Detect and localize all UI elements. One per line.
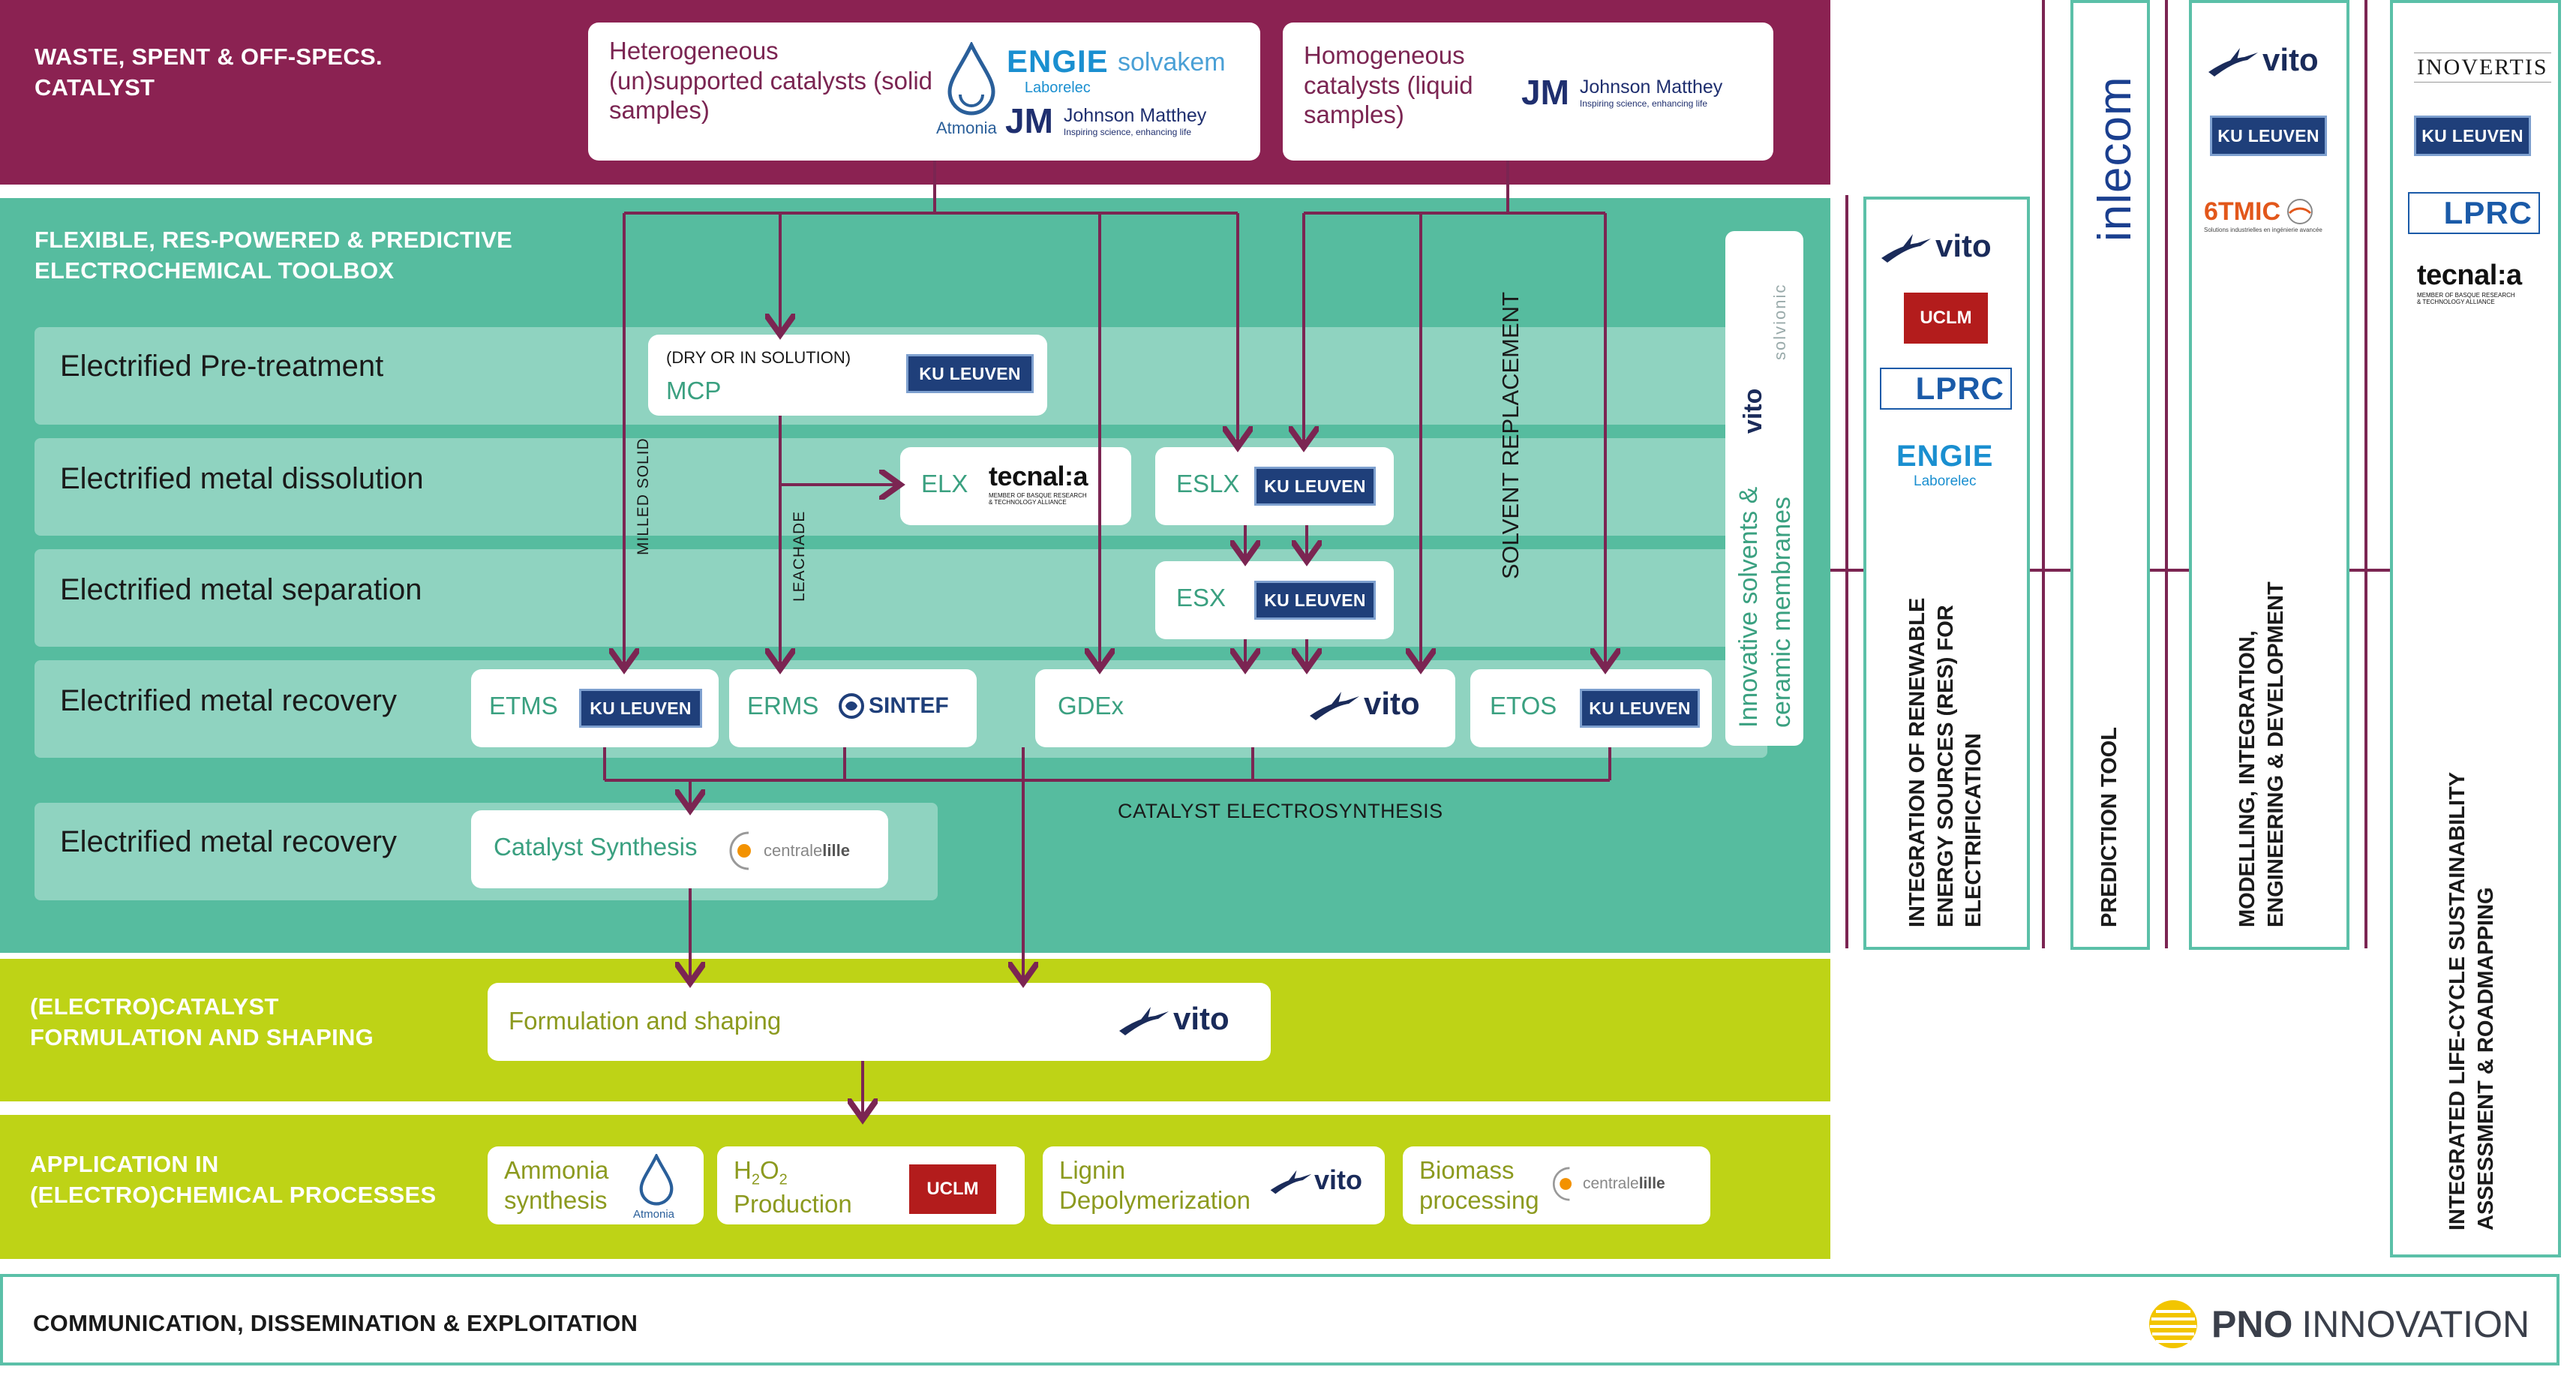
- atmonia-logo-text: Atmonia: [633, 1208, 675, 1221]
- 6tmic-globe-icon: [2287, 199, 2313, 224]
- etms-label: ETMS: [489, 692, 558, 720]
- elx-label: ELX: [921, 470, 968, 497]
- lignin-depolymerization-box: Lignin Depolymerization vito: [1043, 1146, 1385, 1224]
- vito-bird-icon: [1310, 692, 1359, 720]
- atmonia-drop-icon: [639, 1154, 674, 1206]
- heterogeneous-catalysts-box: Heterogeneous (un)supported catalysts (s…: [588, 23, 1260, 161]
- vito-logo: vito: [1269, 1164, 1362, 1196]
- engie-logo: ENGIE Laborelec: [1007, 44, 1109, 96]
- sintef-icon: [839, 693, 864, 719]
- vito-bird-icon: [2208, 48, 2258, 77]
- mcp-box: (DRY OR IN SOLUTION) MCP KU LEUVEN: [648, 335, 1047, 416]
- solvakem-logo: solvakem: [1118, 48, 1226, 77]
- atmonia-logo-text: Atmonia: [936, 119, 997, 137]
- vito-bird-icon: [1270, 1170, 1312, 1194]
- 6tmic-logo: 6TMIC Solutions industrielles en ingénie…: [2204, 197, 2322, 234]
- waste-band-title: WASTE, SPENT & OFF-SPECS. CATALYST: [35, 44, 383, 101]
- side-col-modelling: [2189, 0, 2349, 950]
- elx-box: ELX tecnal:a MEMBER OF BASQUE RESEARCH &…: [900, 447, 1131, 525]
- ku-leuven-logo: KU LEUVEN: [1254, 581, 1376, 620]
- centrale-lille-logo: centrale lille: [726, 830, 850, 872]
- vito-logo: vito: [1880, 228, 1992, 264]
- eslx-box: ESLX KU LEUVEN: [1155, 447, 1394, 525]
- ammonia-synthesis-box: Ammonia synthesis Atmonia: [488, 1146, 704, 1224]
- uclm-logo: UCLM: [909, 1164, 996, 1214]
- communication-bar: [0, 1274, 2559, 1365]
- application-band-title: APPLICATION IN (ELECTRO)CHEMICAL PROCESS…: [30, 1151, 437, 1208]
- esx-label: ESX: [1176, 584, 1226, 611]
- pno-sun-icon: [2149, 1300, 2197, 1348]
- catalyst-synthesis-box: Catalyst Synthesis centrale lille: [471, 810, 888, 888]
- catalyst-synthesis-label: Catalyst Synthesis: [494, 833, 698, 861]
- ku-leuven-logo: KU LEUVEN: [1580, 689, 1700, 728]
- atmonia-drop-icon: [947, 42, 995, 116]
- centrale-lille-logo: centrale lille: [1550, 1164, 1665, 1203]
- gdex-box: GDEx vito: [1035, 669, 1455, 747]
- erms-box: ERMS SINTEF: [729, 669, 977, 747]
- ku-leuven-logo: KU LEUVEN: [906, 354, 1034, 393]
- centrale-lille-icon: [1552, 1167, 1572, 1201]
- h2o2-production-box: H2O2 Production UCLM: [717, 1146, 1025, 1224]
- inovertis-logo: INOVERTIS: [2414, 53, 2551, 83]
- side-col-lca: [2390, 0, 2561, 1257]
- side-col-prediction: [2070, 0, 2150, 950]
- ammonia-synthesis-label: Ammonia synthesis: [504, 1156, 609, 1214]
- etos-box: ETOS KU LEUVEN: [1470, 669, 1712, 747]
- vito-logo: vito: [2207, 42, 2319, 78]
- ku-leuven-logo: KU LEUVEN: [579, 689, 702, 728]
- row-label-dissolution: Electrified metal dissolution: [60, 462, 424, 495]
- toolbox-band-title: FLEXIBLE, RES-POWERED & PREDICTIVE ELECT…: [35, 227, 513, 284]
- centrale-lille-icon: [729, 831, 751, 870]
- pno-innovation-logo: PNO INNOVATION: [2145, 1296, 2529, 1352]
- esx-box: ESX KU LEUVEN: [1155, 561, 1394, 639]
- sintef-logo: SINTEF: [839, 693, 949, 719]
- johnson-matthey-logo: JM Johnson Matthey Inspiring science, en…: [1005, 101, 1207, 140]
- formulation-label: Formulation and shaping: [509, 1007, 782, 1035]
- row-label-recovery: Electrified metal recovery: [60, 684, 398, 717]
- vito-bird-icon: [1881, 234, 1931, 263]
- row-label-pretreatment: Electrified Pre-treatment: [60, 350, 384, 383]
- eslx-label: ESLX: [1176, 470, 1240, 497]
- heterogeneous-catalysts-label: Heterogeneous (un)supported catalysts (s…: [609, 37, 933, 125]
- catalyst-electrosynthesis-label: CATALYST ELECTROSYNTHESIS: [1118, 800, 1443, 822]
- gdex-label: GDEx: [1058, 692, 1124, 720]
- lprc-logo: LPRC: [2408, 192, 2540, 234]
- communication-title: COMMUNICATION, DISSEMINATION & EXPLOITAT…: [33, 1310, 638, 1336]
- ku-leuven-logo: KU LEUVEN: [2414, 116, 2531, 156]
- homogeneous-catalysts-label: Homogeneous catalysts (liquid samples): [1304, 41, 1473, 129]
- etos-label: ETOS: [1490, 692, 1557, 720]
- innovative-solvents-box: Innovative solvents & ceramic membranes …: [1725, 231, 1803, 746]
- row-label-recovery-synthesis: Electrified metal recovery: [60, 825, 398, 858]
- vito-bird-icon: [1119, 1007, 1169, 1035]
- row-separation: [35, 549, 1767, 647]
- tecnalia-logo: tecnal:a MEMBER OF BASQUE RESEARCH & TEC…: [2417, 260, 2522, 305]
- uclm-logo: UCLM: [1904, 293, 1988, 344]
- biomass-processing-box: Biomass processing centrale lille: [1403, 1146, 1710, 1224]
- h2o2-production-label: H2O2 Production: [734, 1156, 852, 1218]
- lprc-logo: LPRC: [1880, 368, 2012, 410]
- vito-logo: vito: [1308, 686, 1420, 722]
- formulation-box: Formulation and shaping vito: [488, 983, 1271, 1061]
- homogeneous-catalysts-box: Homogeneous catalysts (liquid samples) J…: [1283, 23, 1773, 161]
- ku-leuven-logo: KU LEUVEN: [1254, 467, 1376, 506]
- mcp-note: (DRY OR IN SOLUTION): [666, 348, 851, 367]
- etms-box: ETMS KU LEUVEN: [471, 669, 719, 747]
- formulation-band-title: (ELECTRO)CATALYST FORMULATION AND SHAPIN…: [30, 993, 374, 1050]
- erms-label: ERMS: [747, 692, 819, 720]
- tecnalia-logo: tecnal:a MEMBER OF BASQUE RESEARCH & TEC…: [989, 461, 1088, 506]
- johnson-matthey-logo: JM Johnson Matthey Inspiring science, en…: [1521, 73, 1723, 112]
- row-label-separation: Electrified metal separation: [60, 573, 422, 606]
- lignin-depolymerization-label: Lignin Depolymerization: [1059, 1156, 1250, 1214]
- biomass-processing-label: Biomass processing: [1419, 1156, 1539, 1214]
- mcp-label: MCP: [666, 377, 722, 404]
- vito-logo: vito: [1118, 1001, 1229, 1037]
- engie-logo: ENGIE Laborelec: [1896, 440, 1994, 489]
- ku-leuven-logo: KU LEUVEN: [2210, 116, 2327, 156]
